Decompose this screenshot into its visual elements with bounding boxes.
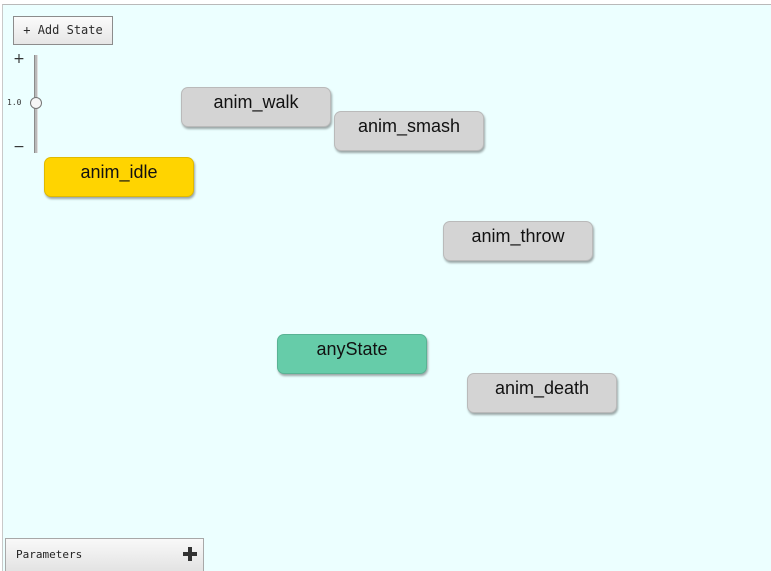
- zoom-out-button[interactable]: −: [13, 139, 25, 155]
- state-node-anim-idle[interactable]: anim_idle: [44, 157, 194, 197]
- state-node-anim-walk[interactable]: anim_walk: [181, 87, 331, 127]
- state-node-anim-death[interactable]: anim_death: [467, 373, 617, 413]
- zoom-control: + 1.0 −: [7, 51, 47, 161]
- state-node-anim-smash[interactable]: anim_smash: [334, 111, 484, 151]
- zoom-level-label: 1.0: [7, 98, 22, 107]
- zoom-slider-handle[interactable]: [30, 97, 42, 109]
- plus-icon[interactable]: [183, 547, 197, 561]
- add-state-button[interactable]: + Add State: [13, 16, 113, 45]
- parameters-panel[interactable]: Parameters: [5, 538, 204, 571]
- parameters-label: Parameters: [16, 548, 83, 561]
- state-node-anim-throw[interactable]: anim_throw: [443, 221, 593, 261]
- zoom-in-button[interactable]: +: [13, 51, 25, 67]
- state-node-any-state[interactable]: anyState: [277, 334, 427, 374]
- state-machine-canvas[interactable]: + Add State + 1.0 − anim_walk anim_smash…: [2, 4, 771, 571]
